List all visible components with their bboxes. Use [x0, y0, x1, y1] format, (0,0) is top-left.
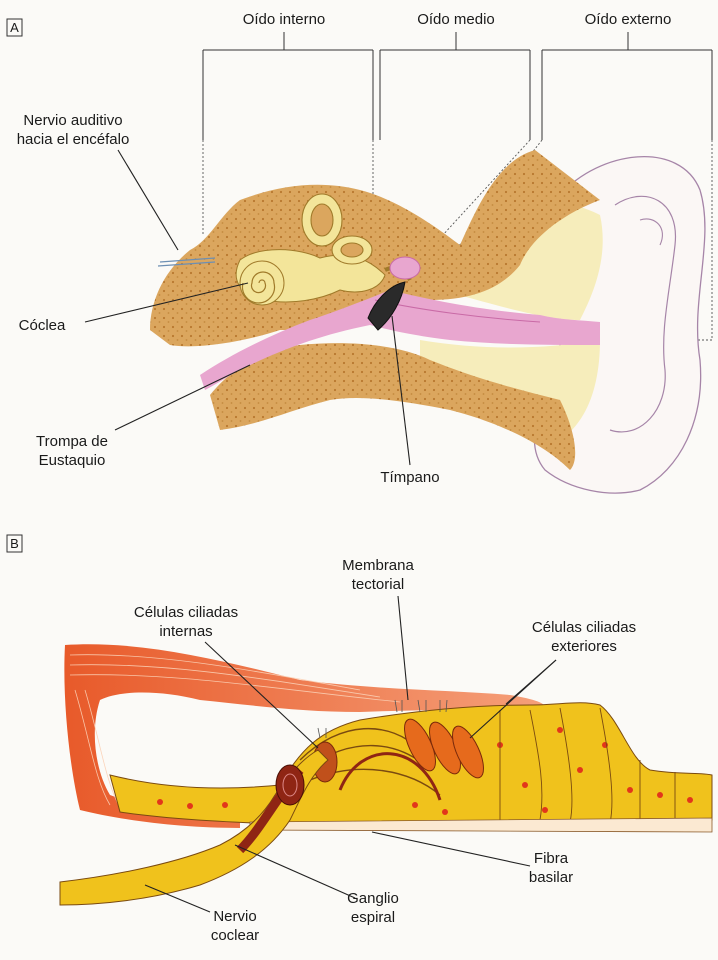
label-auditory-nerve-line2: hacia el encéfalo: [17, 131, 130, 148]
label-eustachian-tube: Trompa de: [36, 433, 108, 450]
label-inner-hair-cells: Células ciliadas: [134, 604, 238, 621]
label-tectorial-membrane-line2: tectorial: [352, 576, 405, 593]
section-inner-ear: Oído interno: [243, 11, 326, 28]
spiral-ganglion: [276, 765, 304, 805]
middle-ear-cavity: [390, 257, 420, 279]
panel-b: B: [7, 535, 712, 944]
label-auditory-nerve: Nervio auditivo: [23, 112, 122, 129]
label-tectorial-membrane: Membrana: [342, 557, 414, 574]
panel-a-letter: A: [10, 20, 19, 35]
label-cochlear-nerve-line2: coclear: [211, 927, 259, 944]
label-outer-hair-cells-line2: exteriores: [551, 638, 617, 655]
section-middle-ear: Oído medio: [417, 11, 495, 28]
label-spiral-ganglion-line2: espiral: [351, 909, 395, 926]
label-basilar-fiber-line2: basilar: [529, 869, 573, 886]
label-basilar-fiber: Fibra: [534, 850, 569, 867]
label-cochlea: Cóclea: [19, 317, 66, 334]
panel-a: A Oído interno Oído medio Oído externo: [7, 11, 712, 493]
label-inner-hair-cells-line2: internas: [159, 623, 212, 640]
section-outer-ear: Oído externo: [585, 11, 672, 28]
panel-b-letter: B: [10, 536, 19, 551]
label-tympanum: Tímpano: [380, 469, 439, 486]
label-eustachian-tube-line2: Eustaquio: [39, 452, 106, 469]
label-spiral-ganglion: Ganglio: [347, 890, 399, 907]
label-outer-hair-cells: Células ciliadas: [532, 619, 636, 636]
section-brackets: [203, 32, 712, 140]
label-cochlear-nerve: Nervio: [213, 908, 256, 925]
